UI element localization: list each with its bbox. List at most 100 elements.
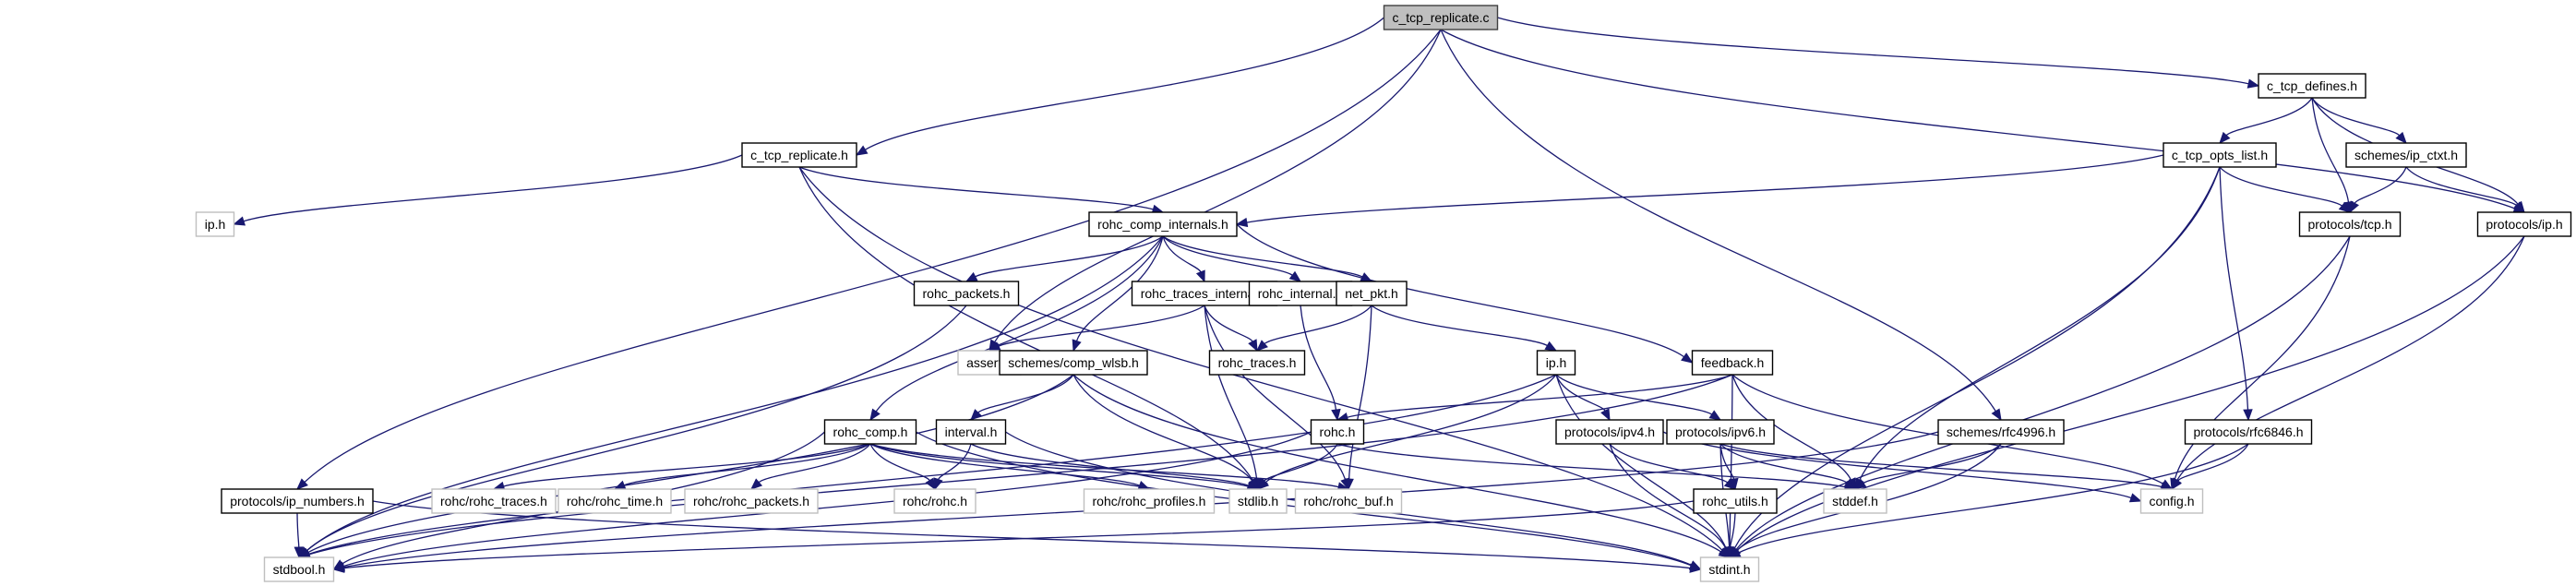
node-c-tcp-defines-h[interactable]: c_tcp_defines.h (2258, 73, 2366, 99)
node-schemes-comp-wlsb-h[interactable]: schemes/comp_wlsb.h (999, 350, 1148, 376)
edge-line (2176, 235, 2525, 481)
arrowhead-icon (965, 271, 978, 282)
arrowhead-icon (1991, 408, 2002, 422)
node-box (1536, 350, 1576, 376)
edge-line (1555, 374, 1713, 415)
node-schemes-rfc4996-h[interactable]: schemes/rfc4996.h (1937, 419, 2065, 445)
edge-line (1440, 29, 2516, 209)
node-feedback-h[interactable]: feedback.h (1691, 350, 1774, 376)
node-ip-h[interactable]: ip.h (1536, 350, 1576, 376)
edge-line (2219, 166, 2342, 207)
node-protocols-tcp-h[interactable]: protocols/tcp.h (2298, 211, 2402, 237)
node-box (1693, 488, 1778, 514)
node-protocols-rfc6846-h[interactable]: protocols/rfc6846.h (2184, 419, 2313, 445)
node-box (2298, 211, 2402, 237)
arrowhead-icon (1344, 478, 1354, 491)
node-rohc-rohc-time-h: rohc/rohc_time.h (557, 488, 672, 514)
node-rohc-internal-h[interactable]: rohc_internal.h (1248, 281, 1353, 306)
edge-rohc_h-to-stddef_h (1336, 443, 1857, 492)
node-c-tcp-replicate-c[interactable]: c_tcp_replicate.c (1383, 5, 1499, 30)
edge-c_tcp_replicate_c-to-schemes_rfc4996_h (1440, 29, 2002, 422)
edge-net_pkt_h-to-rohc_traces_h (1256, 305, 1372, 352)
node-protocols-ipv6-h[interactable]: protocols/ipv6.h (1666, 419, 1775, 445)
edge-line (2405, 166, 2518, 207)
edge-line (1264, 443, 1338, 482)
arrowhead-icon (2128, 493, 2142, 503)
arrowhead-icon (1256, 340, 1268, 352)
node-protocols-ip-h[interactable]: protocols/ip.h (2476, 211, 2572, 237)
edge-rohc_comp_h-to-rohc_rohc_h (869, 443, 936, 491)
edge-rohc_comp_internals_h-to-rohc_packets_h (965, 235, 1164, 282)
edge-line (1204, 305, 1258, 480)
edge-line (1072, 374, 1722, 553)
edge-line (2311, 97, 2350, 203)
node-protocols-ipv4-h[interactable]: protocols/ipv4.h (1555, 419, 1664, 445)
edge-c_tcp_replicate_c-to-protocols_ip_numbers_h (296, 29, 1442, 490)
edge-line (306, 305, 967, 552)
node-box (1666, 419, 1775, 445)
node-label: rohc/rohc_packets.h (693, 494, 809, 508)
edge-c_tcp_defines_h-to-schemes_ip_ctxt_h (2311, 97, 2407, 144)
arrowhead-icon (2338, 201, 2352, 213)
edge-line (1719, 443, 1735, 480)
edge-rohc_comp_h-to-rohc_rohc_profiles_h (869, 443, 1151, 490)
node-rohc-comp-h[interactable]: rohc_comp.h (823, 419, 917, 445)
node-box (1823, 488, 1887, 514)
edge-protocols_ip_numbers_h-to-stdint_h (372, 500, 1702, 573)
node-stdlib-h: stdlib.h (1228, 488, 1288, 514)
node-box (935, 419, 1007, 445)
arrowhead-icon (2219, 131, 2231, 144)
node-rohc-h[interactable]: rohc.h (1310, 419, 1365, 445)
arrowhead-icon (855, 145, 869, 156)
node-box (1208, 350, 1306, 376)
edge-schemes_comp_wlsb_h-to-stdbool_h (297, 374, 1074, 558)
node-rohc-traces-h[interactable]: rohc_traces.h (1208, 350, 1306, 376)
edge-line (869, 443, 1140, 486)
node-rohc-utils-h[interactable]: rohc_utils.h (1693, 488, 1778, 514)
edge-protocols_ip_h-to-config_h (2171, 235, 2525, 491)
edge-line (1204, 305, 1347, 480)
edge-line (1662, 431, 2132, 499)
node-schemes-ip-ctxt-h[interactable]: schemes/ip_ctxt.h (2345, 142, 2467, 168)
node-label: ip.h (1546, 355, 1567, 370)
edge-line (1347, 374, 1733, 418)
edge-line (1729, 512, 1736, 548)
node-protocols-ip-numbers-h[interactable]: protocols/ip_numbers.h (221, 488, 374, 514)
node-rohc-rohc-traces-h: rohc/rohc_traces.h (431, 488, 557, 514)
edge-line (1348, 305, 1372, 480)
edge-line (1300, 305, 1337, 411)
node-stddef-h: stddef.h (1823, 488, 1887, 514)
node-net-pkt-h[interactable]: net_pkt.h (1336, 281, 1408, 306)
node-rohc-comp-internals-h[interactable]: rohc_comp_internals.h (1088, 211, 1238, 237)
edge-line (1371, 305, 1548, 347)
edge-line (1072, 374, 1253, 482)
node-rohc-packets-h[interactable]: rohc_packets.h (913, 281, 1020, 306)
edge-rohc_comp_h-to-rohc_rohc_packets_h (750, 443, 871, 490)
edge-net_pkt_h-to-ip_h (1371, 305, 1558, 352)
edge-line (865, 17, 1384, 150)
node-rohc-rohc-h: rohc/rohc.h (893, 488, 976, 514)
node-box (263, 556, 335, 582)
edge-line (1719, 443, 2163, 488)
node-c-tcp-replicate-h[interactable]: c_tcp_replicate.h (741, 142, 857, 168)
edge-net_pkt_h-to-rohc_rohc_buf_h (1344, 305, 1372, 491)
node-interval-h[interactable]: interval.h (935, 419, 1007, 445)
edge-c_tcp_defines_h-to-c_tcp_opts_list_h (2219, 97, 2313, 144)
edge-rohc_comp_internals_h-to-feedback_h (1236, 223, 1694, 364)
node-rohc-rohc-buf-h: rohc/rohc_buf.h (1294, 488, 1403, 514)
node-label: protocols/rfc6846.h (2193, 425, 2303, 439)
node-box (2476, 211, 2572, 237)
node-box (684, 488, 819, 514)
node-config-h: config.h (2139, 488, 2204, 514)
arrowhead-icon (2349, 200, 2359, 214)
edge-schemes_comp_wlsb_h-to-stdint_h (1072, 374, 1731, 558)
node-box (1383, 5, 1499, 30)
edge-line (1736, 235, 2525, 551)
arrowhead-icon (233, 216, 246, 226)
edge-ip_h-to-protocols_ipv6_h (1555, 374, 1722, 421)
node-box (1555, 419, 1664, 445)
node-c-tcp-opts-list-h[interactable]: c_tcp_opts_list.h (2163, 142, 2277, 168)
edge-line (308, 374, 1557, 556)
arrowhead-icon (1689, 563, 1702, 573)
edge-ip_h-to-stdbool_h (297, 374, 1557, 559)
